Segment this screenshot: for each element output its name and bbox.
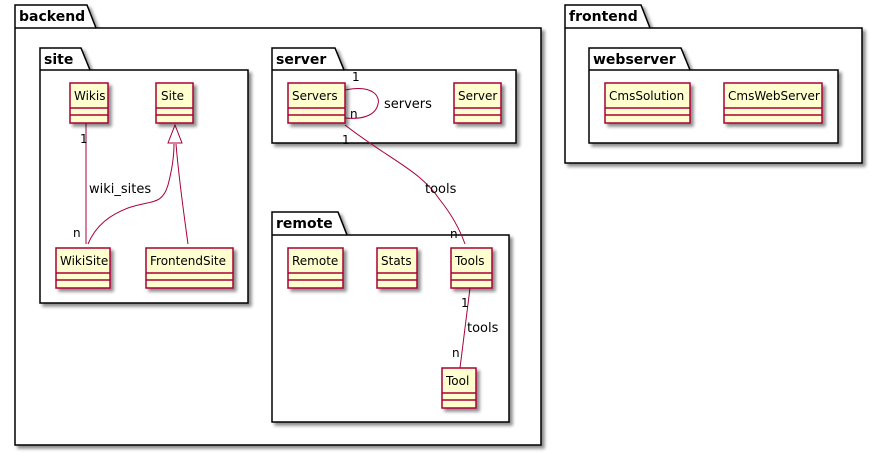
class-servers-name: Servers xyxy=(292,89,338,103)
edge-servers-self xyxy=(344,88,379,119)
edge-wiki-sites-to-mult: n xyxy=(73,226,81,240)
edge-servers-self-to-mult: n xyxy=(350,107,358,121)
package-webserver-title: webserver xyxy=(593,52,676,68)
class-wikis[interactable] xyxy=(69,82,109,124)
class-server-name: Server xyxy=(458,89,497,103)
class-cmssolution[interactable] xyxy=(604,82,691,124)
class-servers[interactable] xyxy=(287,82,346,124)
edge-wiki-sites-label: wiki_sites xyxy=(89,182,151,197)
class-site[interactable] xyxy=(155,82,194,124)
class-site-name: Site xyxy=(161,89,184,103)
edge-servers-self-from-mult: 1 xyxy=(352,70,360,84)
class-frontendsite[interactable] xyxy=(145,247,234,289)
class-tools[interactable] xyxy=(450,247,493,289)
edge-servers-tools-from-mult: 1 xyxy=(342,133,350,147)
edge-tools-tool-label: tools xyxy=(467,321,499,336)
class-cmswebserver[interactable] xyxy=(723,82,823,124)
class-server[interactable] xyxy=(453,82,502,124)
class-wikisite[interactable] xyxy=(55,247,111,289)
package-frontend-title: frontend xyxy=(569,9,638,25)
class-stats-name: Stats xyxy=(381,254,412,268)
class-tools-name: Tools xyxy=(454,254,485,268)
edge-tools-tool-to-mult: n xyxy=(452,346,460,360)
class-wikisite-name: WikiSite xyxy=(60,254,108,268)
class-cmssolution-name: CmsSolution xyxy=(609,89,684,103)
edge-servers-tools-label: tools xyxy=(425,182,457,197)
package-remote-title: remote xyxy=(276,216,333,232)
package-server-title: server xyxy=(276,52,326,68)
edge-frontendsite-generalization xyxy=(175,143,189,245)
edge-servers-tools xyxy=(344,124,466,245)
edge-servers-tools-to-mult: n xyxy=(450,227,458,241)
class-cmswebserver-name: CmsWebServer xyxy=(728,89,820,103)
package-backend-title: backend xyxy=(19,9,85,25)
edge-wikisite-generalization xyxy=(87,143,175,245)
edge-tools-tool-from-mult: 1 xyxy=(461,296,469,310)
inheritance-arrow-icon xyxy=(167,123,183,144)
package-site-title: site xyxy=(44,52,73,68)
class-wikis-name: Wikis xyxy=(74,89,105,103)
class-frontendsite-name: FrontendSite xyxy=(150,254,226,268)
class-remote-name: Remote xyxy=(292,254,338,268)
edge-servers-self-label: servers xyxy=(384,97,432,112)
class-tool-name: Tool xyxy=(445,374,469,388)
class-stats[interactable] xyxy=(376,247,418,289)
edge-wiki-sites-from-mult: 1 xyxy=(80,132,88,146)
class-remote[interactable] xyxy=(287,247,344,289)
edge-tools-tool xyxy=(459,287,471,369)
class-tool[interactable] xyxy=(441,367,477,409)
